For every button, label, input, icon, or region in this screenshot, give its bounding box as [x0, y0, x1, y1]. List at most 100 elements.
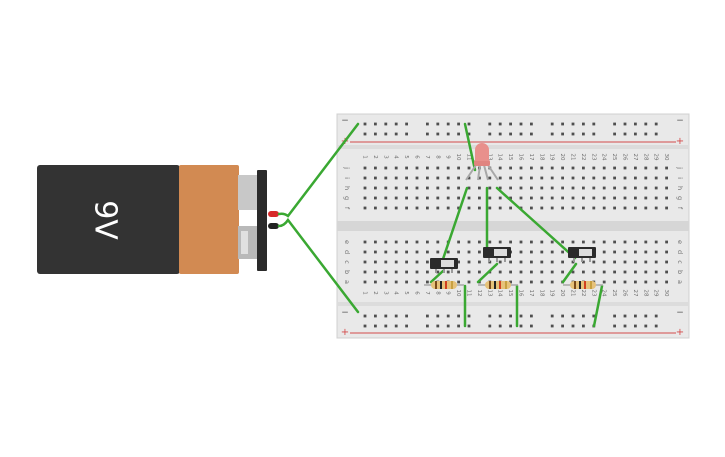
breadboard-hole[interactable] — [457, 132, 460, 136]
resistor-1[interactable] — [424, 281, 464, 289]
breadboard-hole[interactable] — [654, 196, 658, 200]
breadboard-hole[interactable] — [540, 250, 544, 254]
breadboard-hole[interactable] — [561, 186, 564, 190]
breadboard-hole[interactable] — [457, 166, 460, 170]
breadboard-hole[interactable] — [426, 314, 429, 318]
breadboard-hole[interactable] — [478, 206, 481, 210]
breadboard-hole[interactable] — [446, 166, 450, 170]
breadboard-hole[interactable] — [592, 186, 596, 190]
breadboard-hole[interactable] — [478, 270, 481, 274]
breadboard-hole[interactable] — [530, 206, 533, 210]
breadboard-hole[interactable] — [550, 240, 554, 244]
breadboard-hole[interactable] — [467, 280, 471, 284]
breadboard-hole[interactable] — [498, 270, 502, 274]
breadboard-hole[interactable] — [405, 166, 408, 170]
wire-battery-negative-to-bottom-rail[interactable] — [277, 217, 360, 314]
breadboard-hole[interactable] — [426, 176, 429, 180]
breadboard-hole[interactable] — [613, 186, 616, 190]
breadboard-hole[interactable] — [394, 324, 398, 328]
breadboard-hole[interactable] — [602, 206, 606, 210]
breadboard-hole[interactable] — [363, 280, 367, 284]
breadboard-hole[interactable] — [519, 122, 523, 126]
breadboard-hole[interactable] — [519, 166, 523, 170]
breadboard-hole[interactable] — [561, 260, 564, 264]
breadboard-hole[interactable] — [426, 122, 429, 126]
breadboard-hole[interactable] — [405, 176, 408, 180]
breadboard-hole[interactable] — [374, 260, 377, 264]
breadboard-hole[interactable] — [561, 270, 564, 274]
breadboard-hole[interactable] — [613, 206, 616, 210]
breadboard-hole[interactable] — [405, 324, 408, 328]
breadboard-hole[interactable] — [654, 314, 658, 318]
breadboard-hole[interactable] — [623, 324, 627, 328]
breadboard-hole[interactable] — [644, 196, 648, 200]
breadboard-hole[interactable] — [426, 132, 429, 136]
breadboard-hole[interactable] — [561, 132, 564, 136]
breadboard-hole[interactable] — [571, 166, 575, 170]
breadboard-hole[interactable] — [634, 240, 637, 244]
breadboard-hole[interactable] — [415, 196, 419, 200]
breadboard-hole[interactable] — [623, 314, 627, 318]
breadboard-hole[interactable] — [530, 324, 533, 328]
breadboard-hole[interactable] — [582, 314, 585, 318]
breadboard-hole[interactable] — [394, 176, 398, 180]
breadboard-hole[interactable] — [436, 176, 440, 180]
breadboard-hole[interactable] — [436, 166, 440, 170]
wire-switch-2-to-resistor[interactable] — [476, 262, 499, 284]
breadboard-hole[interactable] — [415, 186, 419, 190]
breadboard-hole[interactable] — [488, 196, 492, 200]
breadboard-hole[interactable] — [426, 206, 429, 210]
breadboard-hole[interactable] — [634, 132, 637, 136]
breadboard-hole[interactable] — [530, 132, 533, 136]
breadboard-hole[interactable] — [446, 132, 450, 136]
breadboard-hole[interactable] — [550, 186, 554, 190]
breadboard-hole[interactable] — [634, 270, 637, 274]
breadboard-hole[interactable] — [665, 270, 668, 274]
breadboard-hole[interactable] — [446, 270, 450, 274]
breadboard-hole[interactable] — [498, 166, 502, 170]
breadboard-hole[interactable] — [634, 122, 637, 126]
breadboard-hole[interactable] — [457, 280, 460, 284]
breadboard-hole[interactable] — [665, 206, 668, 210]
breadboard-hole[interactable] — [436, 186, 440, 190]
breadboard-hole[interactable] — [519, 132, 523, 136]
breadboard-hole[interactable] — [498, 122, 502, 126]
breadboard-hole[interactable] — [394, 132, 398, 136]
breadboard-hole[interactable] — [363, 270, 367, 274]
breadboard-hole[interactable] — [644, 166, 648, 170]
breadboard-hole[interactable] — [394, 270, 398, 274]
breadboard-hole[interactable] — [592, 314, 596, 318]
breadboard-hole[interactable] — [478, 176, 481, 180]
breadboard-hole[interactable] — [644, 206, 648, 210]
breadboard-hole[interactable] — [634, 324, 637, 328]
breadboard-hole[interactable] — [467, 250, 471, 254]
breadboard-hole[interactable] — [571, 176, 575, 180]
breadboard-hole[interactable] — [623, 250, 627, 254]
breadboard-hole[interactable] — [644, 176, 648, 180]
slide-switch-1[interactable] — [430, 258, 458, 273]
breadboard-hole[interactable] — [384, 196, 388, 200]
breadboard-hole[interactable] — [415, 206, 419, 210]
breadboard-hole[interactable] — [644, 186, 648, 190]
wire-resistor-3-to-rail[interactable] — [592, 284, 604, 328]
breadboard-hole[interactable] — [644, 324, 648, 328]
breadboard-hole[interactable] — [394, 196, 398, 200]
breadboard-hole[interactable] — [530, 176, 533, 180]
breadboard-hole[interactable] — [384, 176, 388, 180]
breadboard-hole[interactable] — [530, 196, 533, 200]
breadboard-hole[interactable] — [613, 176, 616, 180]
breadboard-hole[interactable] — [550, 324, 554, 328]
breadboard-hole[interactable] — [384, 270, 388, 274]
breadboard-hole[interactable] — [634, 260, 637, 264]
breadboard-hole[interactable] — [415, 280, 419, 284]
breadboard-hole[interactable] — [478, 260, 481, 264]
breadboard-hole[interactable] — [613, 240, 616, 244]
breadboard-hole[interactable] — [613, 270, 616, 274]
breadboard-hole[interactable] — [446, 250, 450, 254]
breadboard-hole[interactable] — [613, 314, 616, 318]
breadboard-hole[interactable] — [623, 186, 627, 190]
breadboard-hole[interactable] — [467, 186, 471, 190]
breadboard-hole[interactable] — [613, 132, 616, 136]
breadboard-hole[interactable] — [488, 122, 492, 126]
breadboard-hole[interactable] — [519, 250, 523, 254]
